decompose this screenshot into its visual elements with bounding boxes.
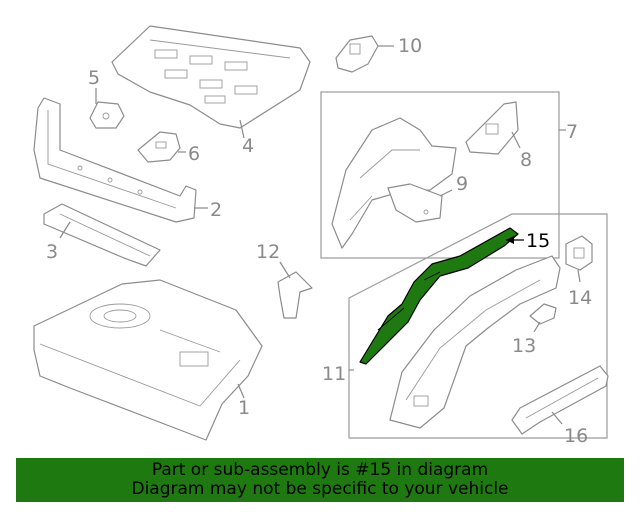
group-7-box [320, 91, 560, 259]
callout-12: 12 [256, 241, 280, 263]
part-6-bracket [137, 131, 181, 163]
leader-8 [511, 131, 521, 149]
callout-11: 11 [322, 363, 346, 385]
callout-1: 1 [238, 397, 250, 419]
callout-6: 6 [188, 143, 200, 165]
leader-4 [239, 119, 245, 139]
part-8-bracket [465, 101, 519, 155]
leader-16 [551, 411, 563, 425]
leader-15-arrowhead [506, 236, 514, 244]
callout-14: 14 [568, 287, 592, 309]
callout-2: 2 [210, 199, 222, 221]
part-5-bracket [89, 101, 125, 129]
part-2-crossmember [33, 97, 197, 223]
part-12-bracket [277, 271, 313, 319]
leader-1 [237, 383, 245, 399]
part-4-floor-pan [111, 25, 311, 129]
callout-10: 10 [398, 35, 422, 57]
callout-9: 9 [456, 173, 468, 195]
callout-8: 8 [520, 149, 532, 171]
part-16-extension [511, 365, 609, 435]
part-3-reinforcement [43, 203, 161, 267]
footer-line-1: Part or sub-assembly is #15 in diagram [151, 460, 489, 480]
part-13-clip [529, 303, 557, 325]
part-9-panel [387, 183, 443, 223]
callout-16: 16 [564, 425, 588, 447]
callout-15: 15 [526, 230, 550, 252]
callout-4: 4 [242, 135, 254, 157]
part-10-bracket [335, 35, 379, 73]
leader-9 [439, 189, 453, 197]
callout-7: 7 [566, 121, 578, 143]
leader-14 [577, 269, 581, 283]
leader-13 [533, 321, 541, 333]
part-1-rear-floor [33, 279, 263, 441]
leader-12 [279, 261, 291, 279]
group-11-box [348, 213, 608, 439]
part-7-wheelhouse [331, 117, 457, 249]
callout-13: 13 [512, 335, 536, 357]
callout-5: 5 [88, 67, 100, 89]
parts-diagram: 4 10 5 6 2 3 12 [33, 25, 609, 447]
footer-line-2: Diagram may not be specific to your vehi… [131, 479, 509, 499]
callout-3: 3 [46, 241, 58, 263]
leader-3 [59, 221, 71, 239]
part-14-bracket [565, 235, 593, 271]
part-11-rear-rail [389, 255, 561, 429]
footer-banner: Part or sub-assembly is #15 in diagram D… [16, 458, 624, 502]
